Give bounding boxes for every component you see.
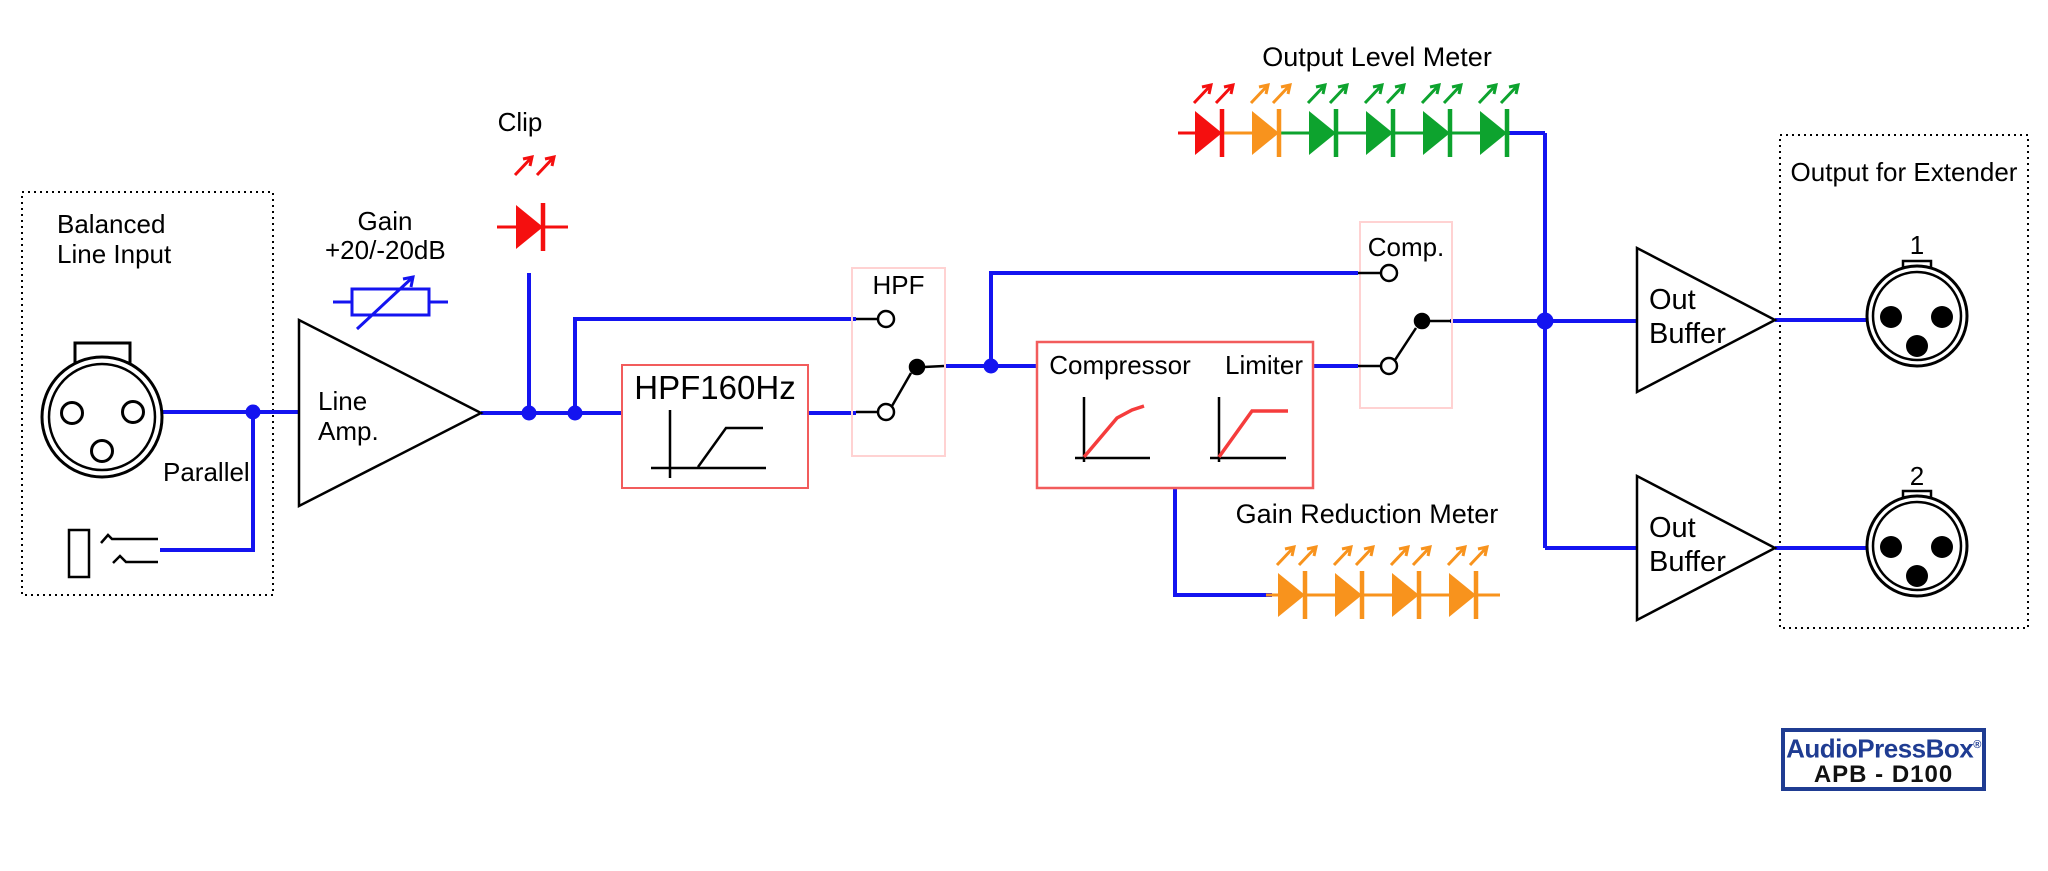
jack-connector-icon xyxy=(67,528,158,579)
limiter-label: Limiter xyxy=(1224,350,1303,380)
signal-wires xyxy=(160,131,1867,597)
registered-mark: ® xyxy=(1973,738,1981,751)
clip-label: Clip xyxy=(497,107,543,137)
hpf-filter-block xyxy=(621,364,809,489)
compressor-label: Compressor xyxy=(1049,350,1191,380)
output-level-meter-leds xyxy=(1178,83,1520,157)
out-buffer-2-triangle xyxy=(1635,473,1778,623)
output-level-meter-title: Output Level Meter xyxy=(1262,42,1492,72)
gain-reduction-meter-title: Gain Reduction Meter xyxy=(1235,499,1499,529)
out-buffer-1-triangle xyxy=(1635,245,1778,395)
hpf-switch-label: HPF xyxy=(872,270,925,300)
xlr2-number-label: 2 xyxy=(1909,461,1925,491)
xlr-output-1-icon xyxy=(1865,259,1969,368)
compressor-limiter-block xyxy=(1035,340,1315,490)
xlr-output-2-icon xyxy=(1865,489,1969,598)
output-for-extender-box xyxy=(1779,134,2029,629)
comp-switch-label: Comp. xyxy=(1367,232,1445,262)
output-box-title: Output for Extender xyxy=(1790,157,2018,187)
brand-logo-box: AudioPressBox® APB - D100 xyxy=(1781,728,1986,791)
parallel-label: Parallel xyxy=(163,457,250,487)
hpf-filter-label: HPF160Hz xyxy=(634,369,796,406)
xlr-input-icon xyxy=(40,341,164,479)
xlr1-number-label: 1 xyxy=(1909,230,1925,260)
variable-resistor-icon xyxy=(333,275,448,331)
hpf-switch-icon xyxy=(851,267,946,457)
gain-reduction-meter-leds xyxy=(1266,545,1500,619)
clip-led-icon xyxy=(497,155,568,251)
hpf-response-curve-icon xyxy=(651,410,766,478)
comp-switch-icon xyxy=(1358,221,1453,409)
line-amp-triangle xyxy=(297,317,484,509)
compressor-curve-icon xyxy=(1075,397,1150,462)
limiter-curve-icon xyxy=(1210,397,1288,462)
wire-junction-dots xyxy=(245,312,1554,421)
gain-label: Gain+20/-20dB xyxy=(325,206,446,265)
model-name: APB - D100 xyxy=(1813,761,1954,789)
brand-name: AudioPressBox® xyxy=(1786,733,1981,764)
